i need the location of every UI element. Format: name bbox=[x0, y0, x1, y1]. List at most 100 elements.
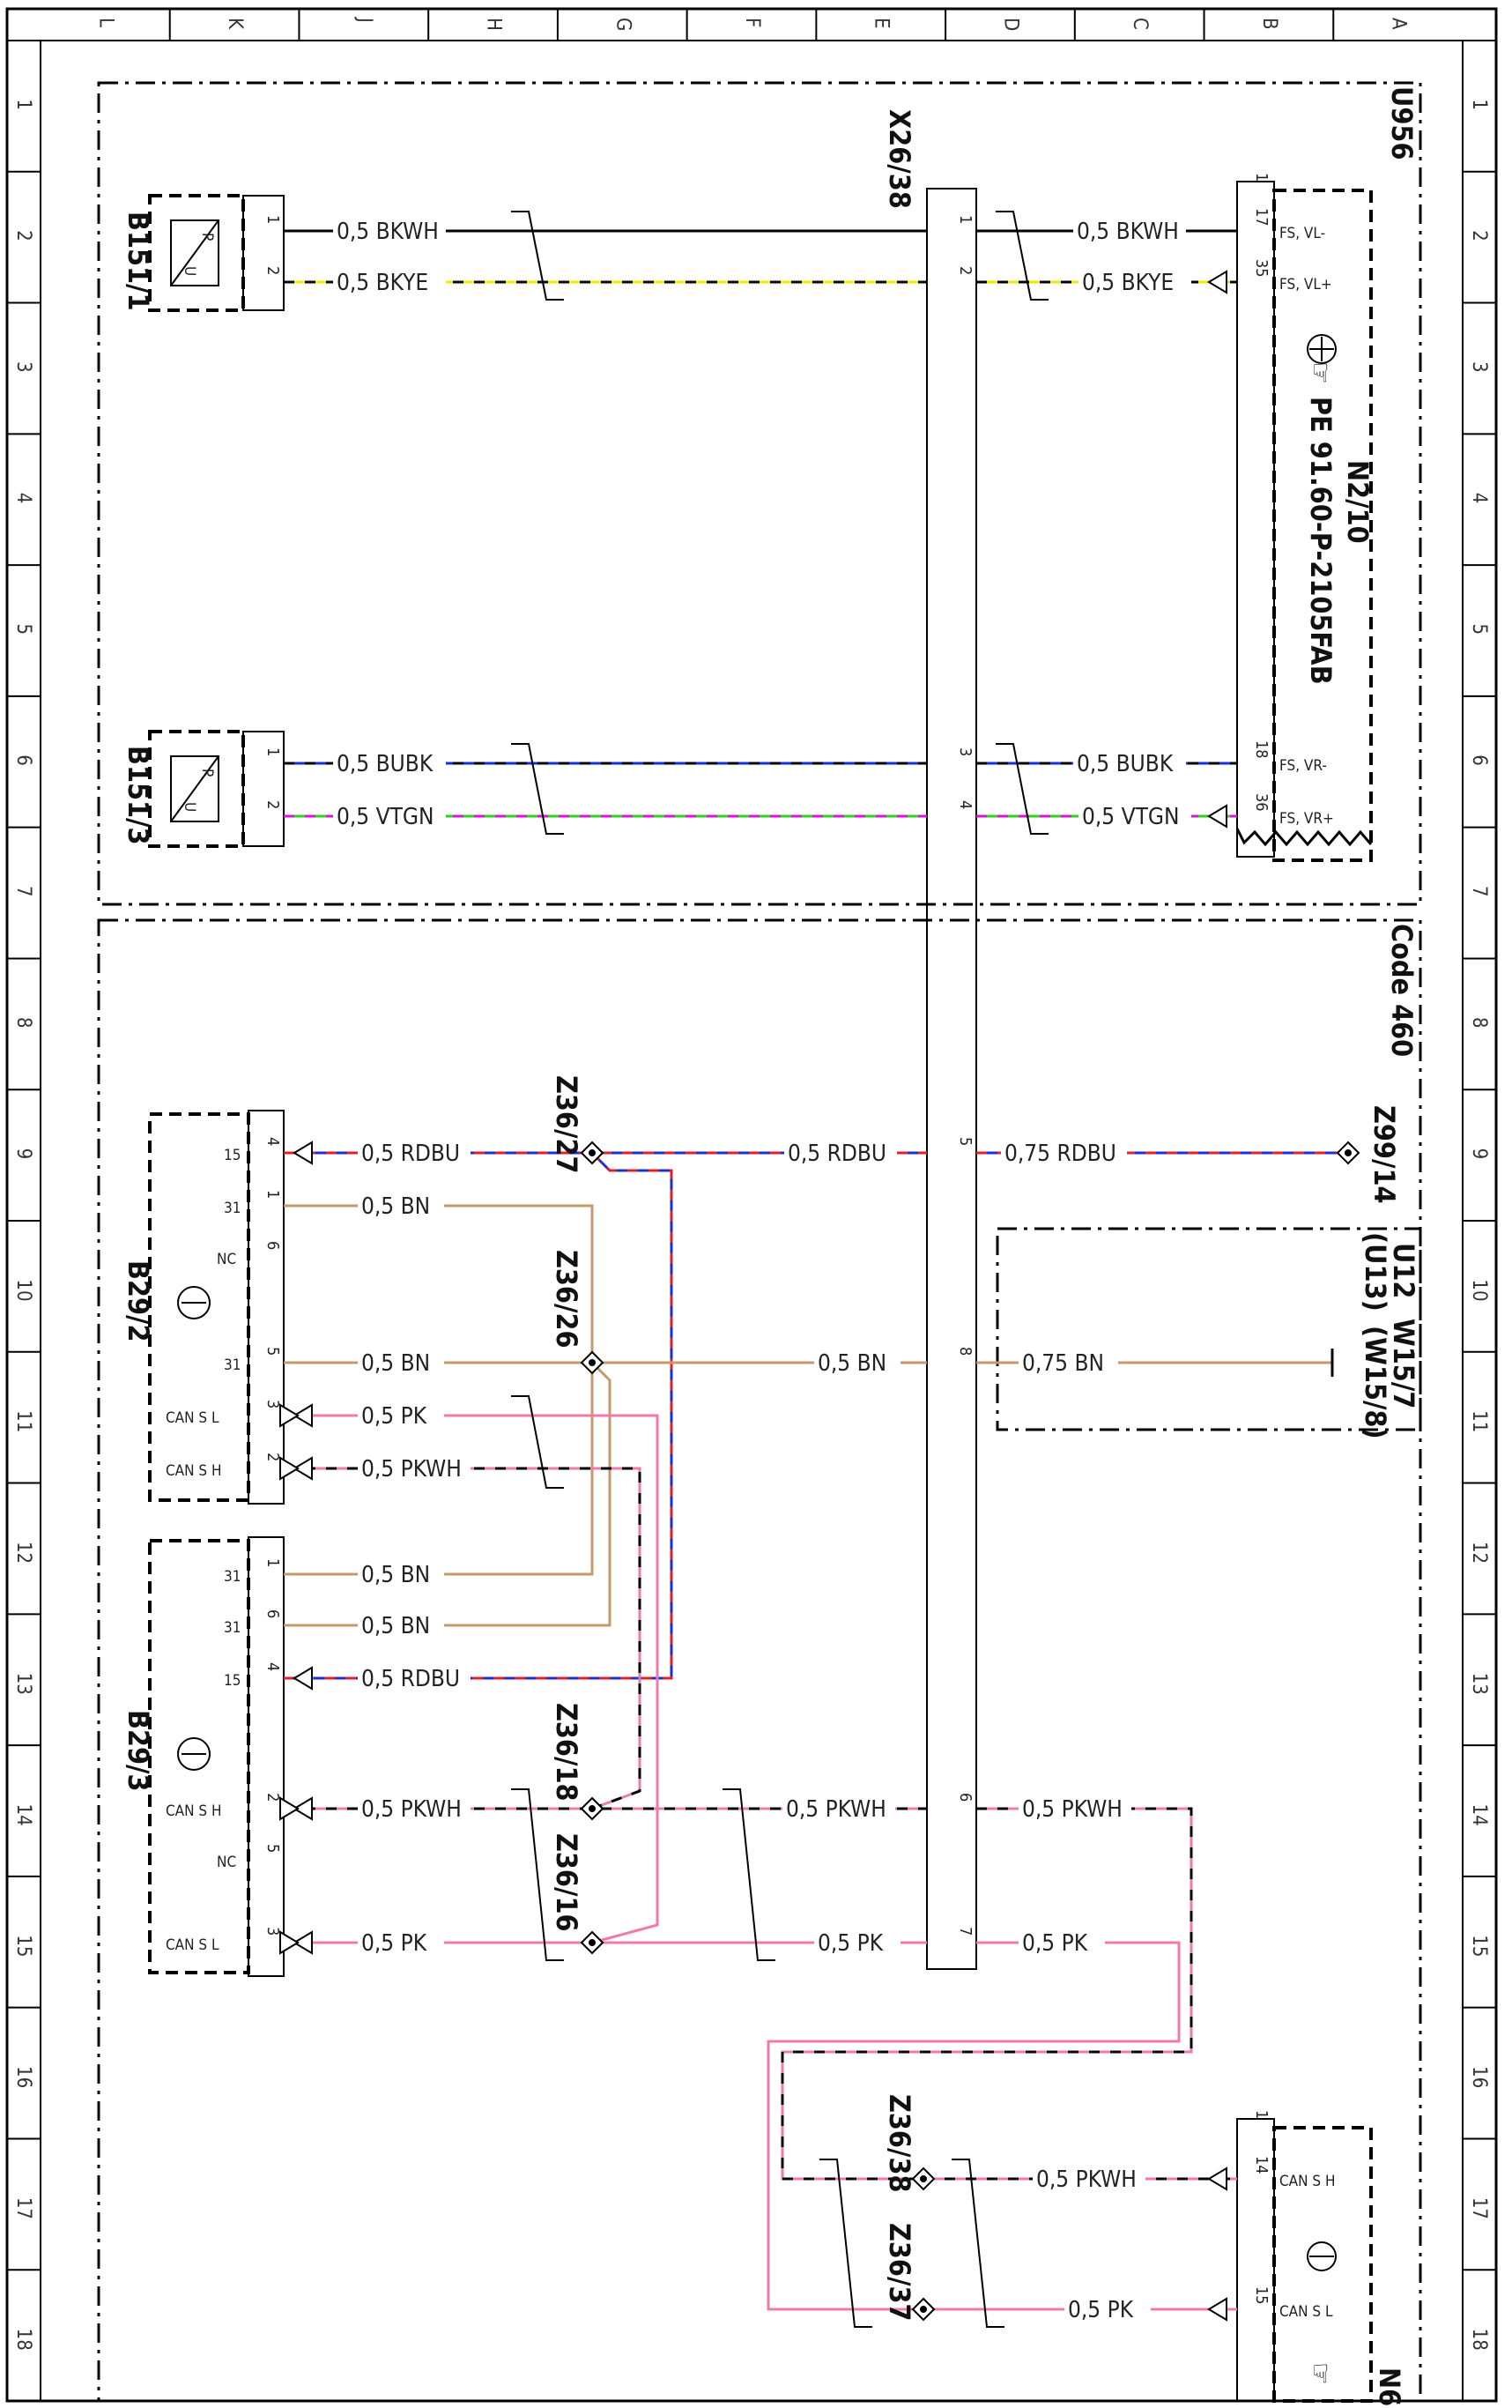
pin-label-p5: 5 bbox=[263, 1844, 282, 1853]
grid-column-c: C bbox=[1129, 18, 1151, 30]
wire-label-bg bbox=[333, 271, 446, 297]
wire-label-pkwh: 0,5 PKWH bbox=[786, 1796, 886, 1823]
wire-label-bg bbox=[358, 1457, 471, 1483]
grid-row-left-4: 4 bbox=[12, 493, 34, 504]
splice-z36-37-dot bbox=[920, 2306, 927, 2313]
z36-37-label: Z36/37 bbox=[883, 2223, 916, 2322]
twisted-pair-marker bbox=[952, 2159, 1004, 2328]
splice-z36-26-dot bbox=[589, 1359, 596, 1366]
area-box-u12 bbox=[996, 1227, 1422, 1431]
grid-row-left-9: 9 bbox=[12, 1148, 34, 1160]
b29-3-box bbox=[148, 1539, 250, 1974]
wire-pk-to-n6 bbox=[767, 1941, 1181, 2311]
wire-label-bg bbox=[358, 1614, 444, 1640]
wire-label-pk: 0,5 PK bbox=[1022, 1930, 1088, 1957]
wires bbox=[284, 211, 1348, 2328]
signal-label-can-s-l: CAN S L bbox=[1279, 2303, 1333, 2321]
grid-row-right-11: 11 bbox=[1468, 1410, 1490, 1432]
pin-label-p1: 1 bbox=[263, 747, 282, 756]
wire-label-bg bbox=[358, 1667, 471, 1693]
b29-3-connector bbox=[248, 1536, 285, 1977]
b151-1-connector bbox=[242, 195, 285, 311]
wire-label-pk: 0,5 PK bbox=[1068, 2297, 1134, 2323]
grid-row-left-2: 2 bbox=[12, 230, 34, 242]
grid-column-a: A bbox=[1388, 18, 1410, 30]
pin-label-p3: 3 bbox=[956, 747, 975, 756]
splice-z36-27-dot bbox=[589, 1149, 596, 1156]
pin-label-p1: 1 bbox=[1252, 173, 1271, 182]
signal-label-s31: 31 bbox=[224, 1356, 241, 1374]
signal-label-fs-vr-minus: FS, VR- bbox=[1279, 757, 1327, 775]
wire-bn-b29-3-pin6 bbox=[284, 1361, 611, 1627]
signal-label-s15: 15 bbox=[224, 1147, 241, 1164]
splice-z36-16-dot bbox=[589, 1939, 596, 1946]
wire-label-bg bbox=[358, 1404, 444, 1431]
connector-arrow-icon bbox=[279, 1456, 300, 1481]
pin-label-p1: 1 bbox=[263, 1190, 282, 1199]
wire-pkwh-to-n6-stripe bbox=[781, 1807, 1193, 2181]
w15-8-label: (W15/8) bbox=[1359, 1326, 1392, 1439]
b29-2-box bbox=[148, 1112, 250, 1502]
twisted-pair-marker bbox=[511, 211, 564, 301]
pin-label-p6: 6 bbox=[263, 1609, 282, 1618]
b151-1-label: B151/1 bbox=[122, 212, 155, 311]
wire-label-bn: 0,5 BN bbox=[818, 1350, 886, 1377]
wire-label-vtgn: 0,5 VTGN bbox=[1082, 804, 1180, 830]
pin-label-p2: 2 bbox=[263, 1453, 282, 1461]
wire-label-bkwh: 0,5 BKWH bbox=[1077, 219, 1179, 245]
pin-label-p2: 2 bbox=[263, 800, 282, 809]
wire-label-bkye: 0,5 BKYE bbox=[337, 270, 428, 296]
signal-label-s31: 31 bbox=[224, 1568, 241, 1586]
connector-arrow-icon bbox=[1207, 2297, 1227, 2322]
x26-38-connector bbox=[926, 188, 977, 1970]
pin-label-p7: 7 bbox=[956, 1927, 975, 1936]
signal-label-can-s-h: CAN S H bbox=[166, 1802, 222, 1820]
pin-label-p4: 4 bbox=[956, 800, 975, 809]
pin-label-p17: 17 bbox=[1252, 208, 1271, 227]
twisted-pair-marker bbox=[996, 211, 1049, 301]
wire-label-rdbu: 0,5 RDBU bbox=[361, 1666, 460, 1692]
grid-row-left-3: 3 bbox=[12, 361, 34, 373]
pin-label-p4: 4 bbox=[263, 1137, 282, 1146]
wire-label-pkwh: 0,5 PKWH bbox=[361, 1796, 462, 1823]
signal-label-nc: NC bbox=[217, 1854, 236, 1871]
area-box-code-460 bbox=[97, 918, 1422, 2403]
grid-row-left-1: 1 bbox=[12, 99, 34, 110]
b151-1-sensor-symbol bbox=[170, 219, 219, 286]
pin-label-p14: 14 bbox=[1252, 2156, 1271, 2174]
grid-row-left-11: 11 bbox=[12, 1410, 34, 1432]
n6-control-unit-icon bbox=[1307, 2241, 1337, 2271]
grid-row-right-5: 5 bbox=[1468, 624, 1490, 635]
grid-row-left-17: 17 bbox=[12, 2197, 34, 2219]
wire-label-pk: 0,5 PK bbox=[818, 1930, 884, 1957]
grid-row-right-13: 13 bbox=[1468, 1673, 1490, 1695]
grid-row-right-7: 7 bbox=[1468, 886, 1490, 897]
wire-label-bg bbox=[333, 219, 446, 246]
twisted-pair-marker bbox=[996, 743, 1049, 835]
area-label-u956: U956 bbox=[1385, 86, 1419, 160]
splice-z36-18-dot bbox=[589, 1805, 596, 1812]
pin-label-p1: 1 bbox=[263, 1558, 282, 1567]
b151-3-u: U bbox=[181, 802, 198, 812]
wire-label-bn: 0,5 BN bbox=[361, 1350, 430, 1377]
connector-arrow-icon bbox=[293, 1141, 313, 1165]
wire-label-bn: 0,5 BN bbox=[361, 1193, 430, 1220]
signal-label-can-s-l: CAN S L bbox=[166, 1936, 219, 1954]
wire-label-bg bbox=[1019, 1351, 1118, 1378]
connector-arrow-icon bbox=[279, 1930, 300, 1955]
b29-3-label: B29/3 bbox=[122, 1710, 155, 1792]
z36-27-label: Z36/27 bbox=[550, 1075, 583, 1174]
pin-label-p2: 2 bbox=[263, 266, 282, 275]
wire-label-bn: 0,5 BN bbox=[361, 1613, 430, 1639]
pin-label-p2: 2 bbox=[956, 266, 975, 275]
grid-column-e: E bbox=[871, 18, 893, 29]
grid-row-right-14: 14 bbox=[1468, 1804, 1490, 1826]
pin-label-p6: 6 bbox=[263, 1241, 282, 1250]
wire-label-pkwh: 0,5 PKWH bbox=[1036, 2166, 1137, 2193]
connector-arrow-icon bbox=[279, 1796, 300, 1821]
grid-row-right-2: 2 bbox=[1468, 230, 1490, 242]
wire-label-bg bbox=[1078, 271, 1191, 297]
wire-label-bg bbox=[358, 1797, 471, 1824]
